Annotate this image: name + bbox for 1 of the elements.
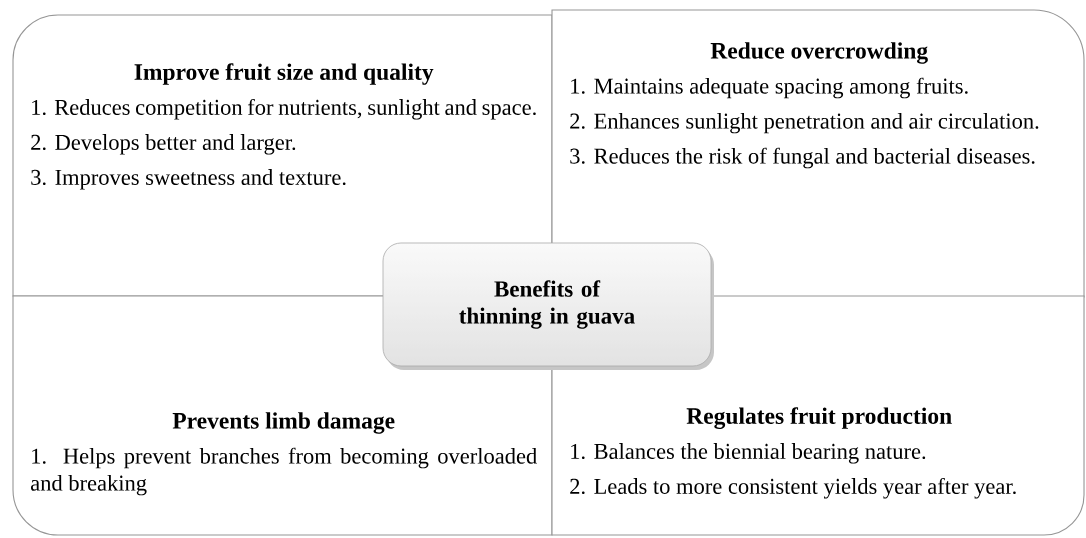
center-box: Benefits of thinning in guava — [382, 242, 714, 370]
